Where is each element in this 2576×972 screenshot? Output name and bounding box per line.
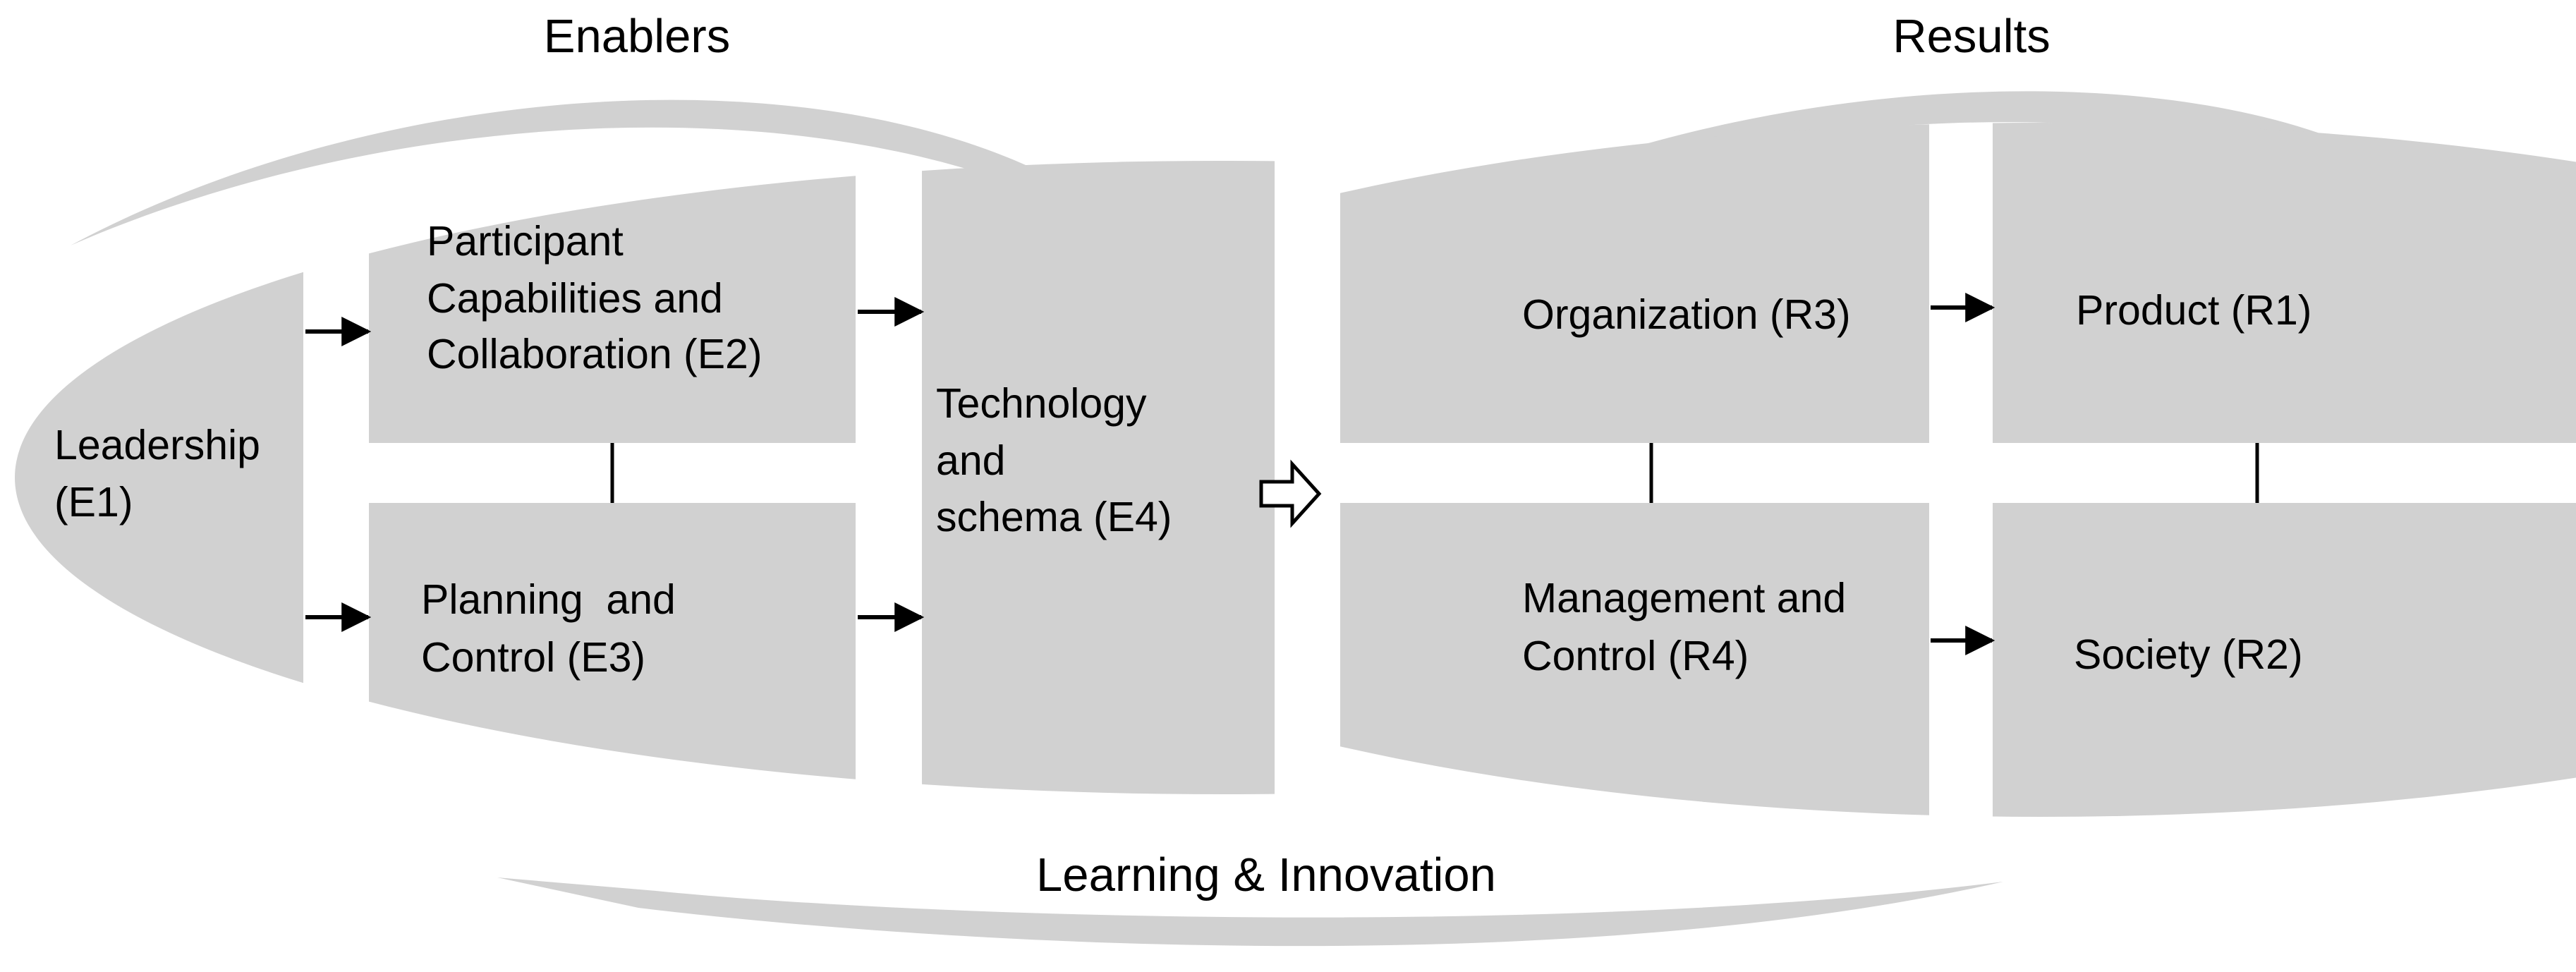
block-r4: [1340, 503, 1929, 817]
r4-line-2: Control (R4): [1522, 633, 1749, 679]
r3-label: Organization (R3): [1522, 291, 1851, 338]
r4-line-1: Management and: [1522, 575, 1846, 621]
results-shape: [1340, 123, 2576, 817]
e1-label: Leadership (E1): [54, 422, 272, 526]
enablers-cycle-arrow-icon: [71, 99, 1227, 302]
e3-line-2: Control (E3): [421, 634, 645, 681]
e4-line-3: schema (E4): [936, 494, 1172, 540]
hollow-right-arrow-icon: [1259, 459, 1322, 528]
r4-label: Management and Control (R4): [1522, 575, 1858, 679]
e2-label: Participant Capabilities and Collaborati…: [427, 218, 763, 377]
e3-label: Planning and Control (E3): [421, 576, 687, 681]
e4-label: Technology and schema (E4): [936, 380, 1172, 540]
e1-line-2: (E1): [54, 479, 133, 526]
e2-line-1: Participant: [427, 218, 624, 265]
r2-label: Society (R2): [2074, 631, 2303, 678]
enablers-shape: [15, 161, 1275, 794]
block-r1: [1993, 123, 2576, 443]
block-r2: [1993, 503, 2576, 817]
e4-line-1: Technology: [936, 380, 1147, 427]
e1-line-1: Leadership: [54, 422, 260, 468]
learning-heading: Learning & Innovation: [1036, 849, 1496, 901]
block-e1: [15, 161, 303, 794]
learning-cycle-arrow-icon: [497, 877, 2003, 947]
e3-line-1: Planning and: [421, 576, 676, 623]
e2-line-2: Capabilities and: [427, 275, 723, 322]
block-r3: [1340, 123, 1929, 443]
results-heading: Results: [1892, 10, 2050, 63]
r1-label: Product (R1): [2076, 287, 2311, 334]
block-e4: [922, 161, 1275, 794]
enablers-heading: Enablers: [544, 10, 730, 63]
e2-line-3: Collaboration (E2): [427, 331, 763, 377]
e4-line-2: and: [936, 437, 1005, 484]
